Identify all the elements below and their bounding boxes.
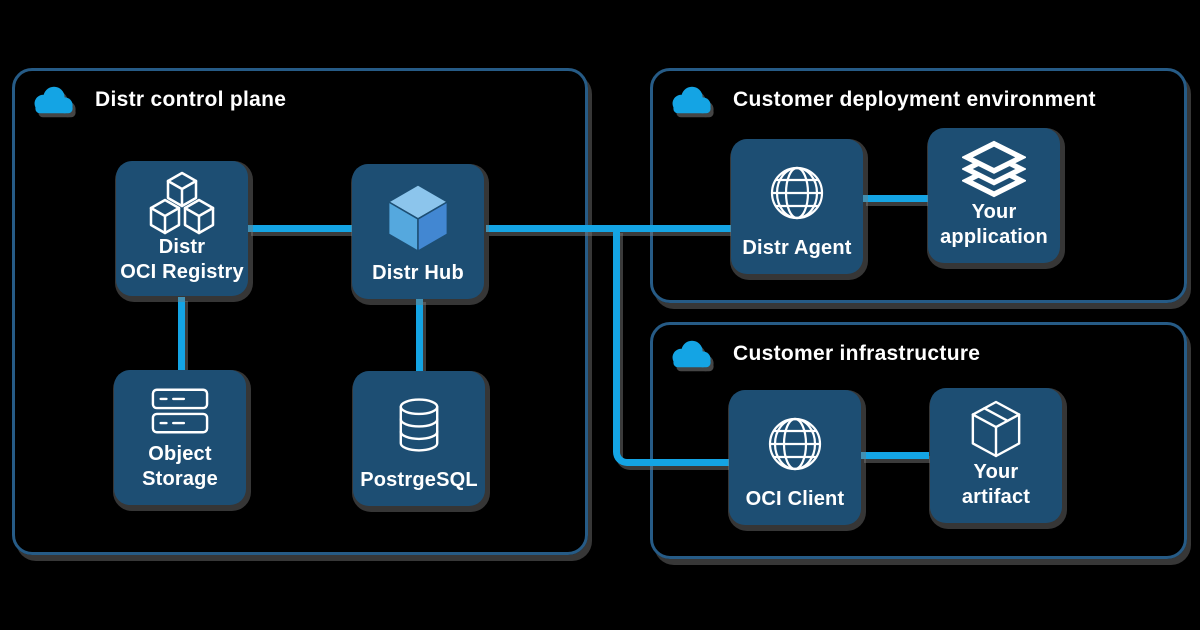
panel-deployment-environment: Customer deployment environment [650,68,1187,303]
globe-icon [767,390,823,487]
panel-title: Distr control plane [95,88,287,111]
package-icon [969,388,1023,460]
node-label: Distr Hub [372,262,464,284]
node-distr-hub: Distr Hub [352,164,484,299]
node-distr-agent: Distr Agent [731,139,863,274]
node-label: PostrgeSQL [360,469,478,491]
node-your-application: Your application [928,128,1060,263]
node-label: OCI Client [745,488,845,510]
panel-title: Customer infrastructure [733,342,981,365]
node-distr-oci-registry: Distr OCI Registry [116,161,248,296]
cube-3d-icon [384,164,452,261]
panel-title: Customer deployment environment [733,88,1096,111]
database-icon [396,371,442,468]
connector-hub-postgres [416,298,423,371]
node-object-storage: Object Storage [114,370,246,505]
globe-icon [769,139,825,236]
connector-hub-agent [486,225,731,232]
node-label: Object Storage [142,443,218,490]
cloud-icon [34,86,73,114]
panel-control-plane: Distr control plane [12,68,588,555]
node-postgresql: PostrgeSQL [353,371,485,506]
panel-header: Customer infrastructure [669,337,980,371]
connector-registry-hub [248,225,352,232]
panel-customer-infrastructure: Customer infrastructure [650,322,1187,559]
layers-icon [962,128,1026,200]
node-label: Your application [940,201,1048,248]
cubes-icon [149,161,215,235]
node-your-artifact: Your artifact [930,388,1062,523]
cloud-icon [672,86,711,114]
panel-header: Customer deployment environment [669,83,1096,117]
node-label: Distr Agent [742,237,852,259]
connector-client-artifact [861,452,929,459]
connector-hub-oci-client [613,229,737,466]
connector-agent-application [863,195,928,202]
panel-header: Distr control plane [31,83,286,117]
node-label: Your artifact [961,461,1031,508]
node-label: Distr OCI Registry [120,236,244,283]
node-oci-client: OCI Client [729,390,861,525]
connector-registry-storage [178,297,185,370]
server-stack-icon [151,370,209,442]
